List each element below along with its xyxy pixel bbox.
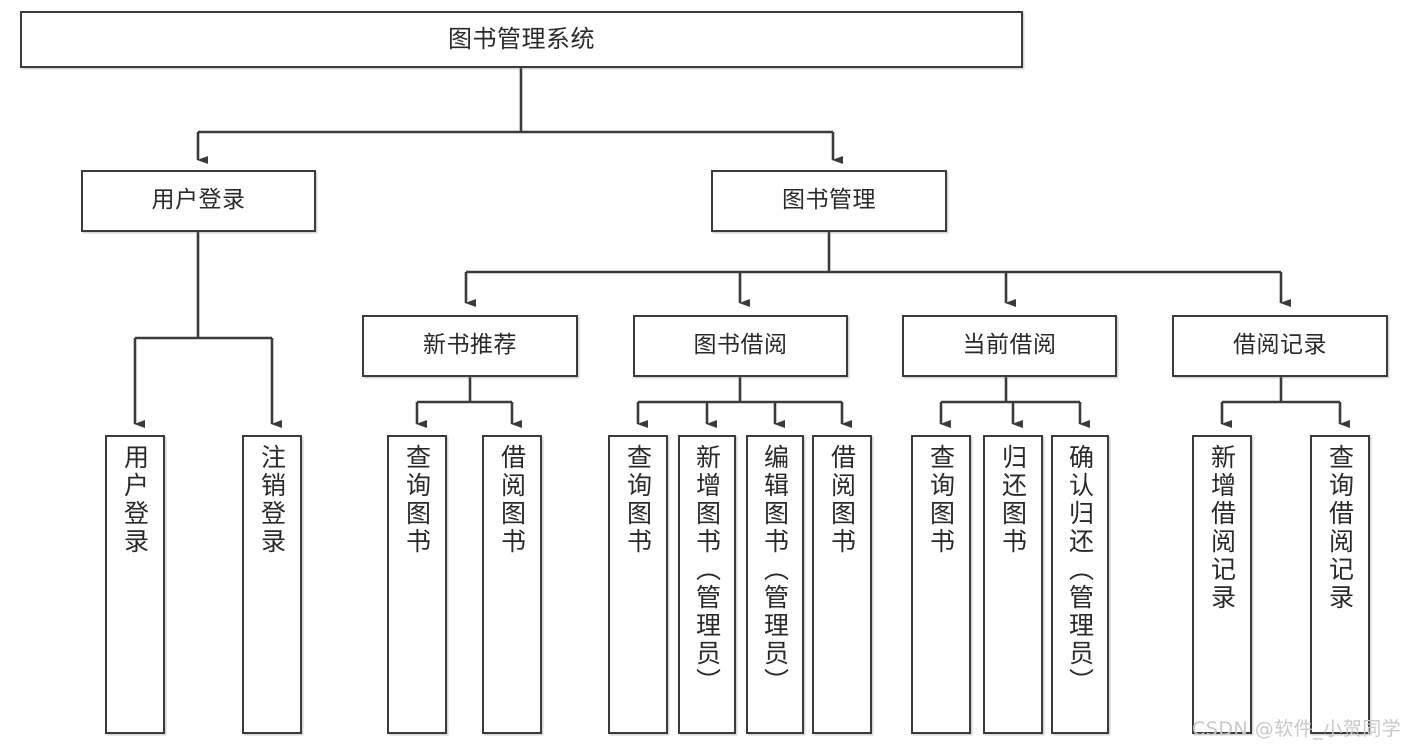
node-leaf-borrow-book-1-label: 借阅图书	[497, 444, 527, 556]
node-leaf-query-book-2-label: 查询图书	[623, 444, 653, 556]
node-leaf-borrow-book-2-label: 借阅图书	[827, 444, 857, 556]
node-book-management-label: 图书管理	[782, 187, 876, 214]
node-root-label: 图书管理系统	[448, 25, 595, 54]
node-user-login[interactable]: 用户登录	[81, 170, 316, 232]
node-current-borrow[interactable]: 当前借阅	[902, 315, 1117, 377]
node-leaf-user-login[interactable]: 用户登录	[105, 435, 165, 734]
node-leaf-query-book-3-label: 查询图书	[926, 444, 956, 556]
node-leaf-return-book[interactable]: 归还图书	[983, 435, 1043, 734]
node-leaf-add-book[interactable]: 新增图书（管理员）	[678, 435, 736, 734]
node-new-book-recommend[interactable]: 新书推荐	[362, 315, 578, 377]
node-leaf-add-record[interactable]: 新增借阅记录	[1192, 435, 1252, 734]
node-leaf-return-book-label: 归还图书	[998, 444, 1028, 556]
node-leaf-add-record-label: 新增借阅记录	[1207, 444, 1237, 612]
node-leaf-edit-book-label: 编辑图书（管理员）	[760, 444, 790, 696]
node-leaf-add-book-label: 新增图书（管理员）	[692, 444, 722, 696]
node-new-book-recommend-label: 新书推荐	[423, 332, 517, 359]
csdn-watermark: CSDN @软件_小贺同学	[1192, 718, 1402, 740]
node-root[interactable]: 图书管理系统	[20, 11, 1023, 68]
node-leaf-logout-label: 注销登录	[257, 444, 287, 556]
node-leaf-query-book-1[interactable]: 查询图书	[387, 435, 447, 734]
node-borrow-record-label: 借阅记录	[1233, 332, 1327, 359]
node-leaf-borrow-book-1[interactable]: 借阅图书	[482, 435, 542, 734]
node-leaf-confirm-return-label: 确认归还（管理员）	[1065, 444, 1095, 696]
node-leaf-edit-book[interactable]: 编辑图书（管理员）	[746, 435, 804, 734]
node-leaf-logout[interactable]: 注销登录	[242, 435, 302, 734]
node-leaf-query-book-3[interactable]: 查询图书	[911, 435, 971, 734]
node-book-management[interactable]: 图书管理	[711, 170, 947, 232]
node-leaf-query-record[interactable]: 查询借阅记录	[1310, 435, 1370, 734]
node-book-borrow[interactable]: 图书借阅	[633, 315, 848, 377]
node-user-login-label: 用户登录	[151, 187, 246, 214]
node-borrow-record[interactable]: 借阅记录	[1172, 315, 1388, 377]
node-leaf-query-book-1-label: 查询图书	[402, 444, 432, 556]
node-leaf-confirm-return[interactable]: 确认归还（管理员）	[1051, 435, 1109, 734]
node-book-borrow-label: 图书借阅	[693, 332, 788, 359]
node-leaf-query-record-label: 查询借阅记录	[1325, 444, 1355, 612]
node-leaf-borrow-book-2[interactable]: 借阅图书	[812, 435, 872, 734]
node-leaf-user-login-label: 用户登录	[120, 444, 150, 556]
node-current-borrow-label: 当前借阅	[962, 332, 1057, 359]
node-leaf-query-book-2[interactable]: 查询图书	[608, 435, 668, 734]
